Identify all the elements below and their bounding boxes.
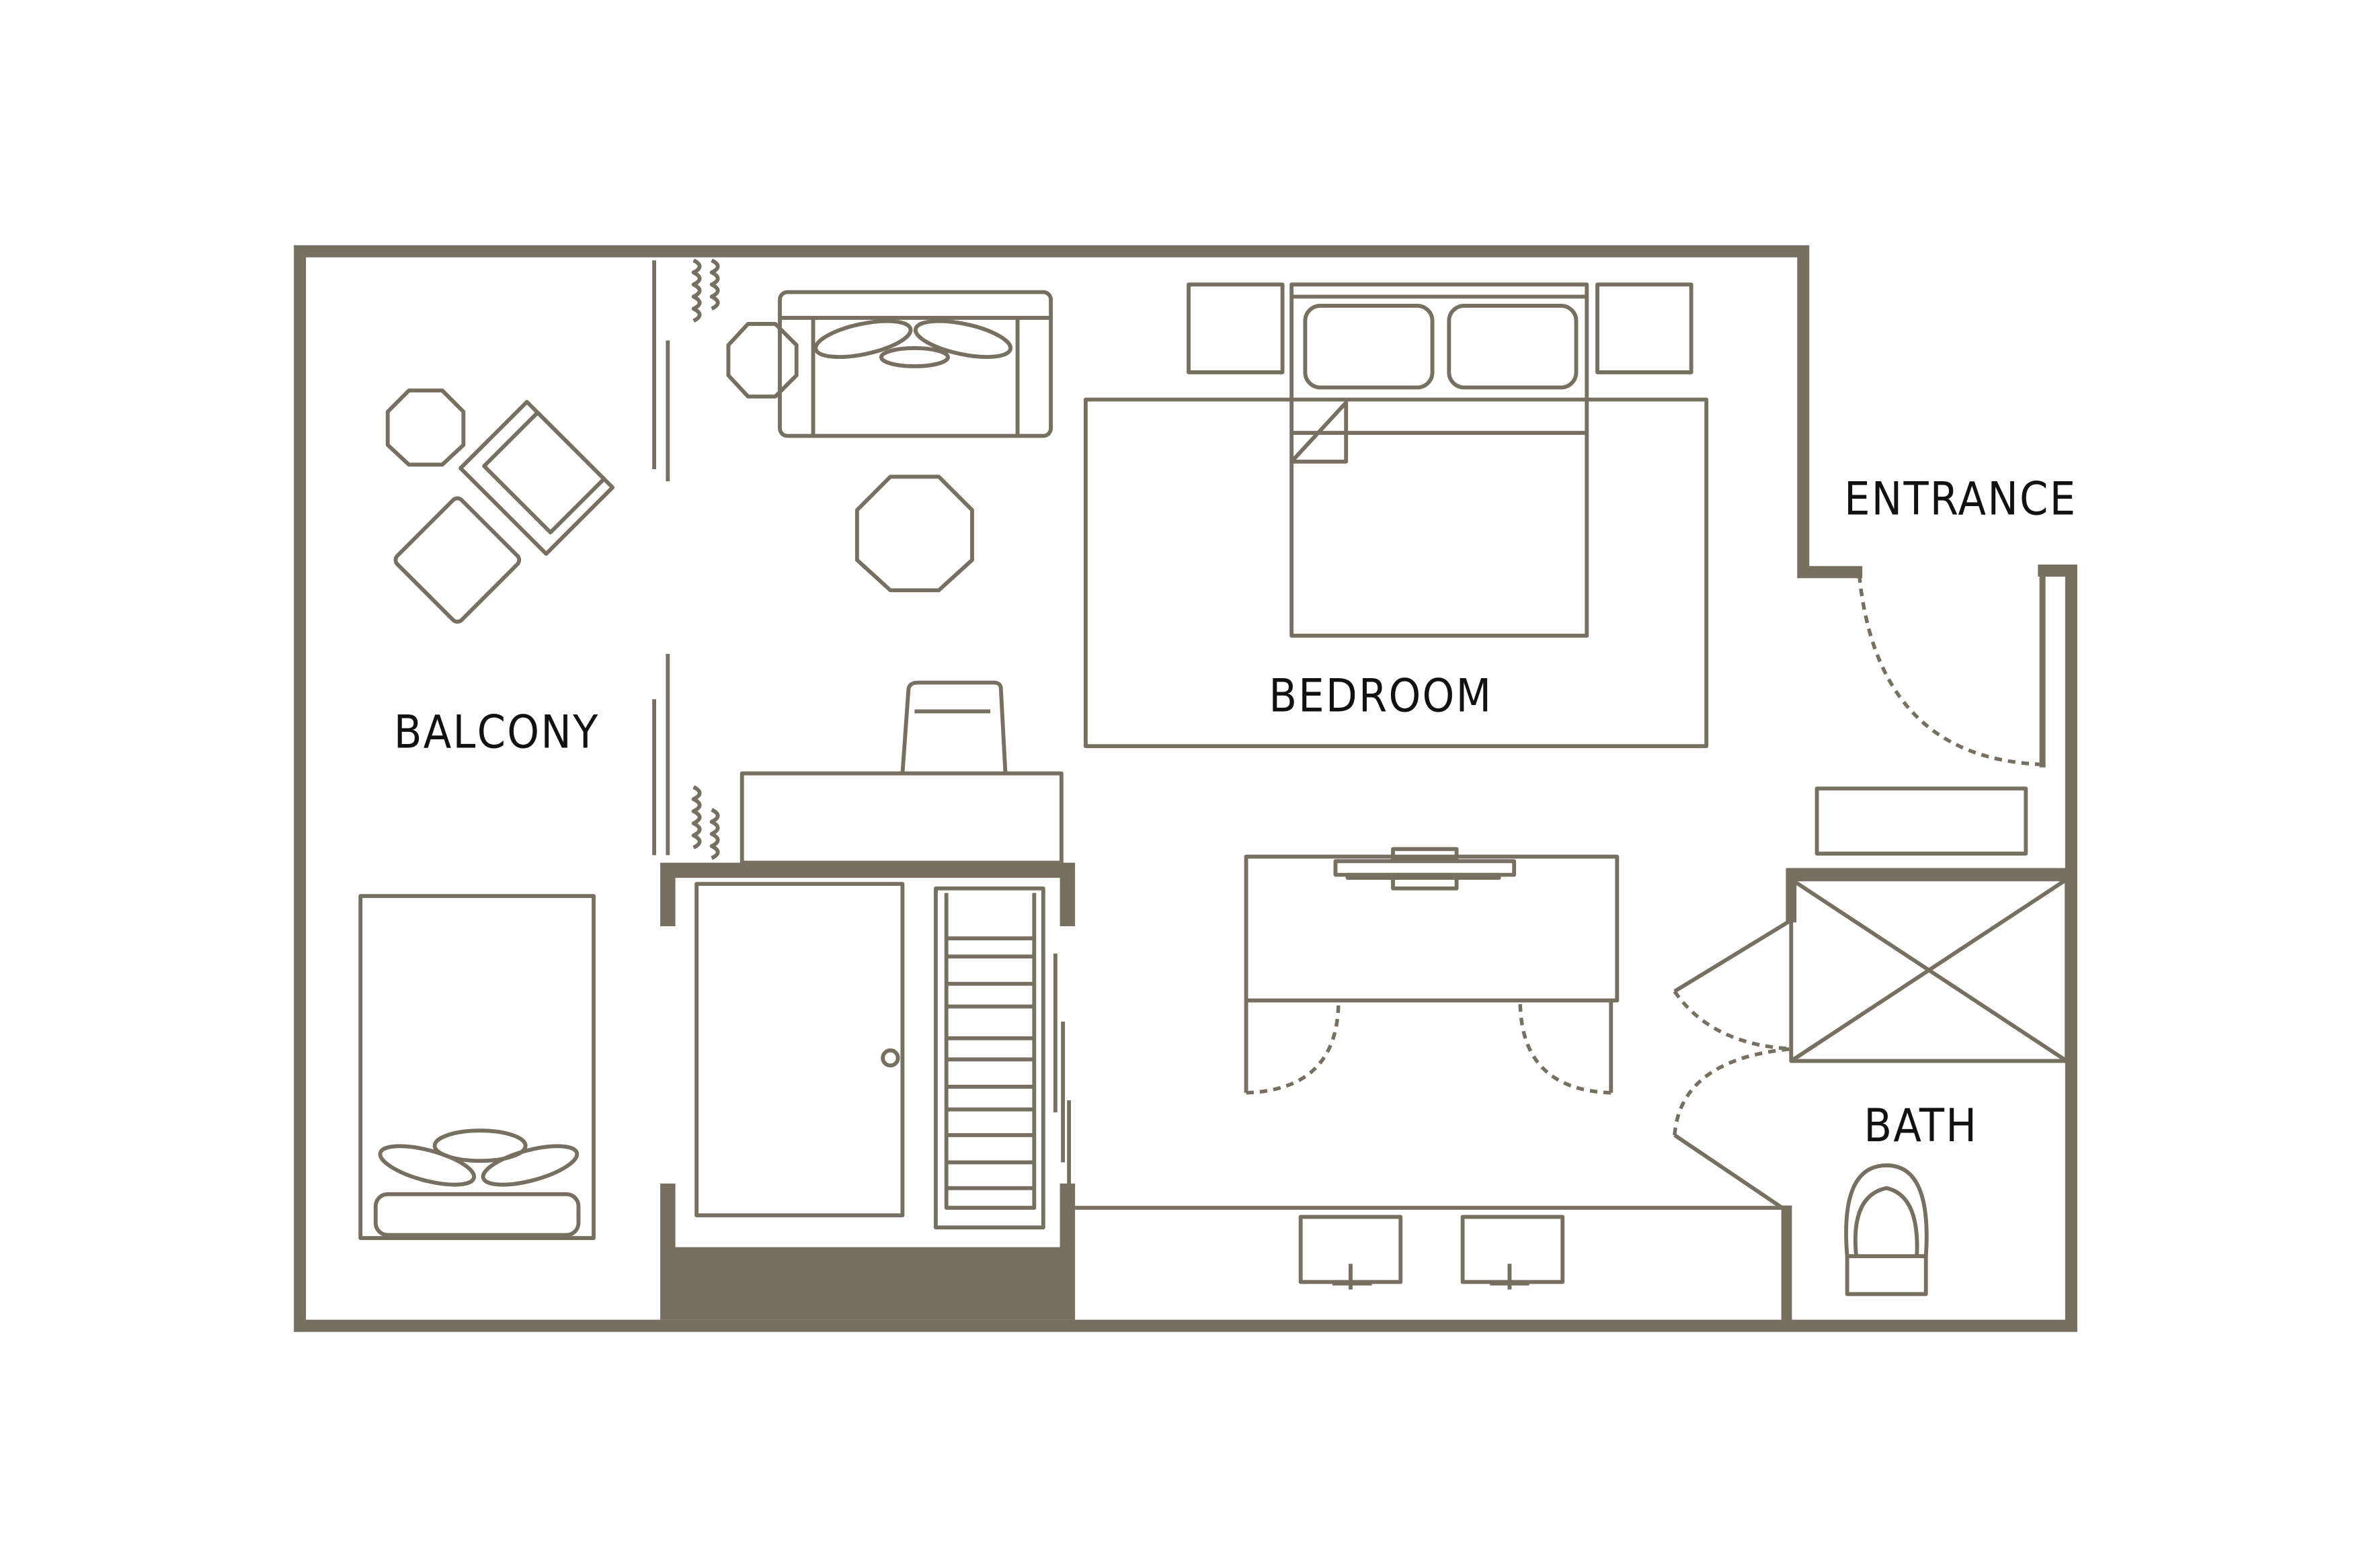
- balcony-furniture: [358, 388, 615, 1241]
- closet: [660, 862, 1076, 1320]
- balcony-sliding-door: [652, 258, 720, 860]
- desk: [1244, 847, 1620, 1095]
- bath: [1673, 868, 2074, 1327]
- room-label-balcony: BALCONY: [394, 705, 600, 758]
- vanity: [1075, 1206, 1784, 1290]
- exterior-walls: [294, 245, 2077, 1332]
- bed: [1083, 282, 1709, 749]
- living-furniture: [726, 290, 1064, 865]
- room-label-bath: BATH: [1864, 1099, 1978, 1152]
- entrance: [1814, 575, 2040, 856]
- room-label-bedroom: BEDROOM: [1269, 669, 1492, 722]
- room-label-entrance: ENTRANCE: [1844, 472, 2077, 526]
